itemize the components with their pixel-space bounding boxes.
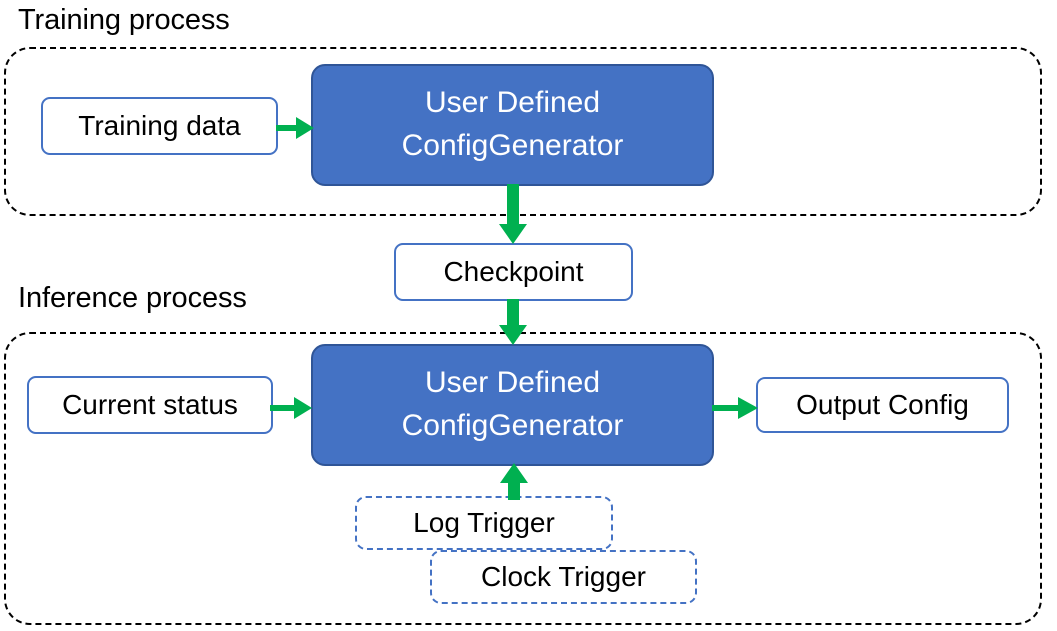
inference-generator-line1: User Defined xyxy=(424,366,601,400)
inference-config-generator-node[interactable]: User Defined ConfigGenerator xyxy=(311,344,714,466)
training-data-node[interactable]: Training data xyxy=(41,97,278,155)
arrow-checkpoint-to-generator xyxy=(499,299,527,345)
arrow-generator-to-checkpoint xyxy=(499,184,527,244)
training-generator-line2: ConfigGenerator xyxy=(401,129,624,162)
checkpoint-node[interactable]: Checkpoint xyxy=(394,243,633,301)
arrow-current-status-to-generator xyxy=(270,397,312,419)
arrow-generator-to-output-config xyxy=(712,397,758,419)
training-process-group xyxy=(4,47,1042,216)
arrow-training-data-to-generator xyxy=(276,117,314,139)
training-config-generator-node[interactable]: User Defined ConfigGenerator xyxy=(311,64,714,186)
arrow-trigger-to-generator xyxy=(500,463,528,500)
clock-trigger-node[interactable]: Clock Trigger xyxy=(430,550,697,604)
inference-generator-line2: ConfigGenerator xyxy=(401,409,624,442)
training-generator-line1: User Defined xyxy=(424,86,601,120)
inference-process-group xyxy=(4,332,1042,625)
inference-process-label: Inference process xyxy=(18,282,247,314)
training-process-label: Training process xyxy=(18,4,230,36)
output-config-node[interactable]: Output Config xyxy=(756,377,1009,433)
current-status-node[interactable]: Current status xyxy=(27,376,273,434)
log-trigger-node[interactable]: Log Trigger xyxy=(355,496,613,550)
